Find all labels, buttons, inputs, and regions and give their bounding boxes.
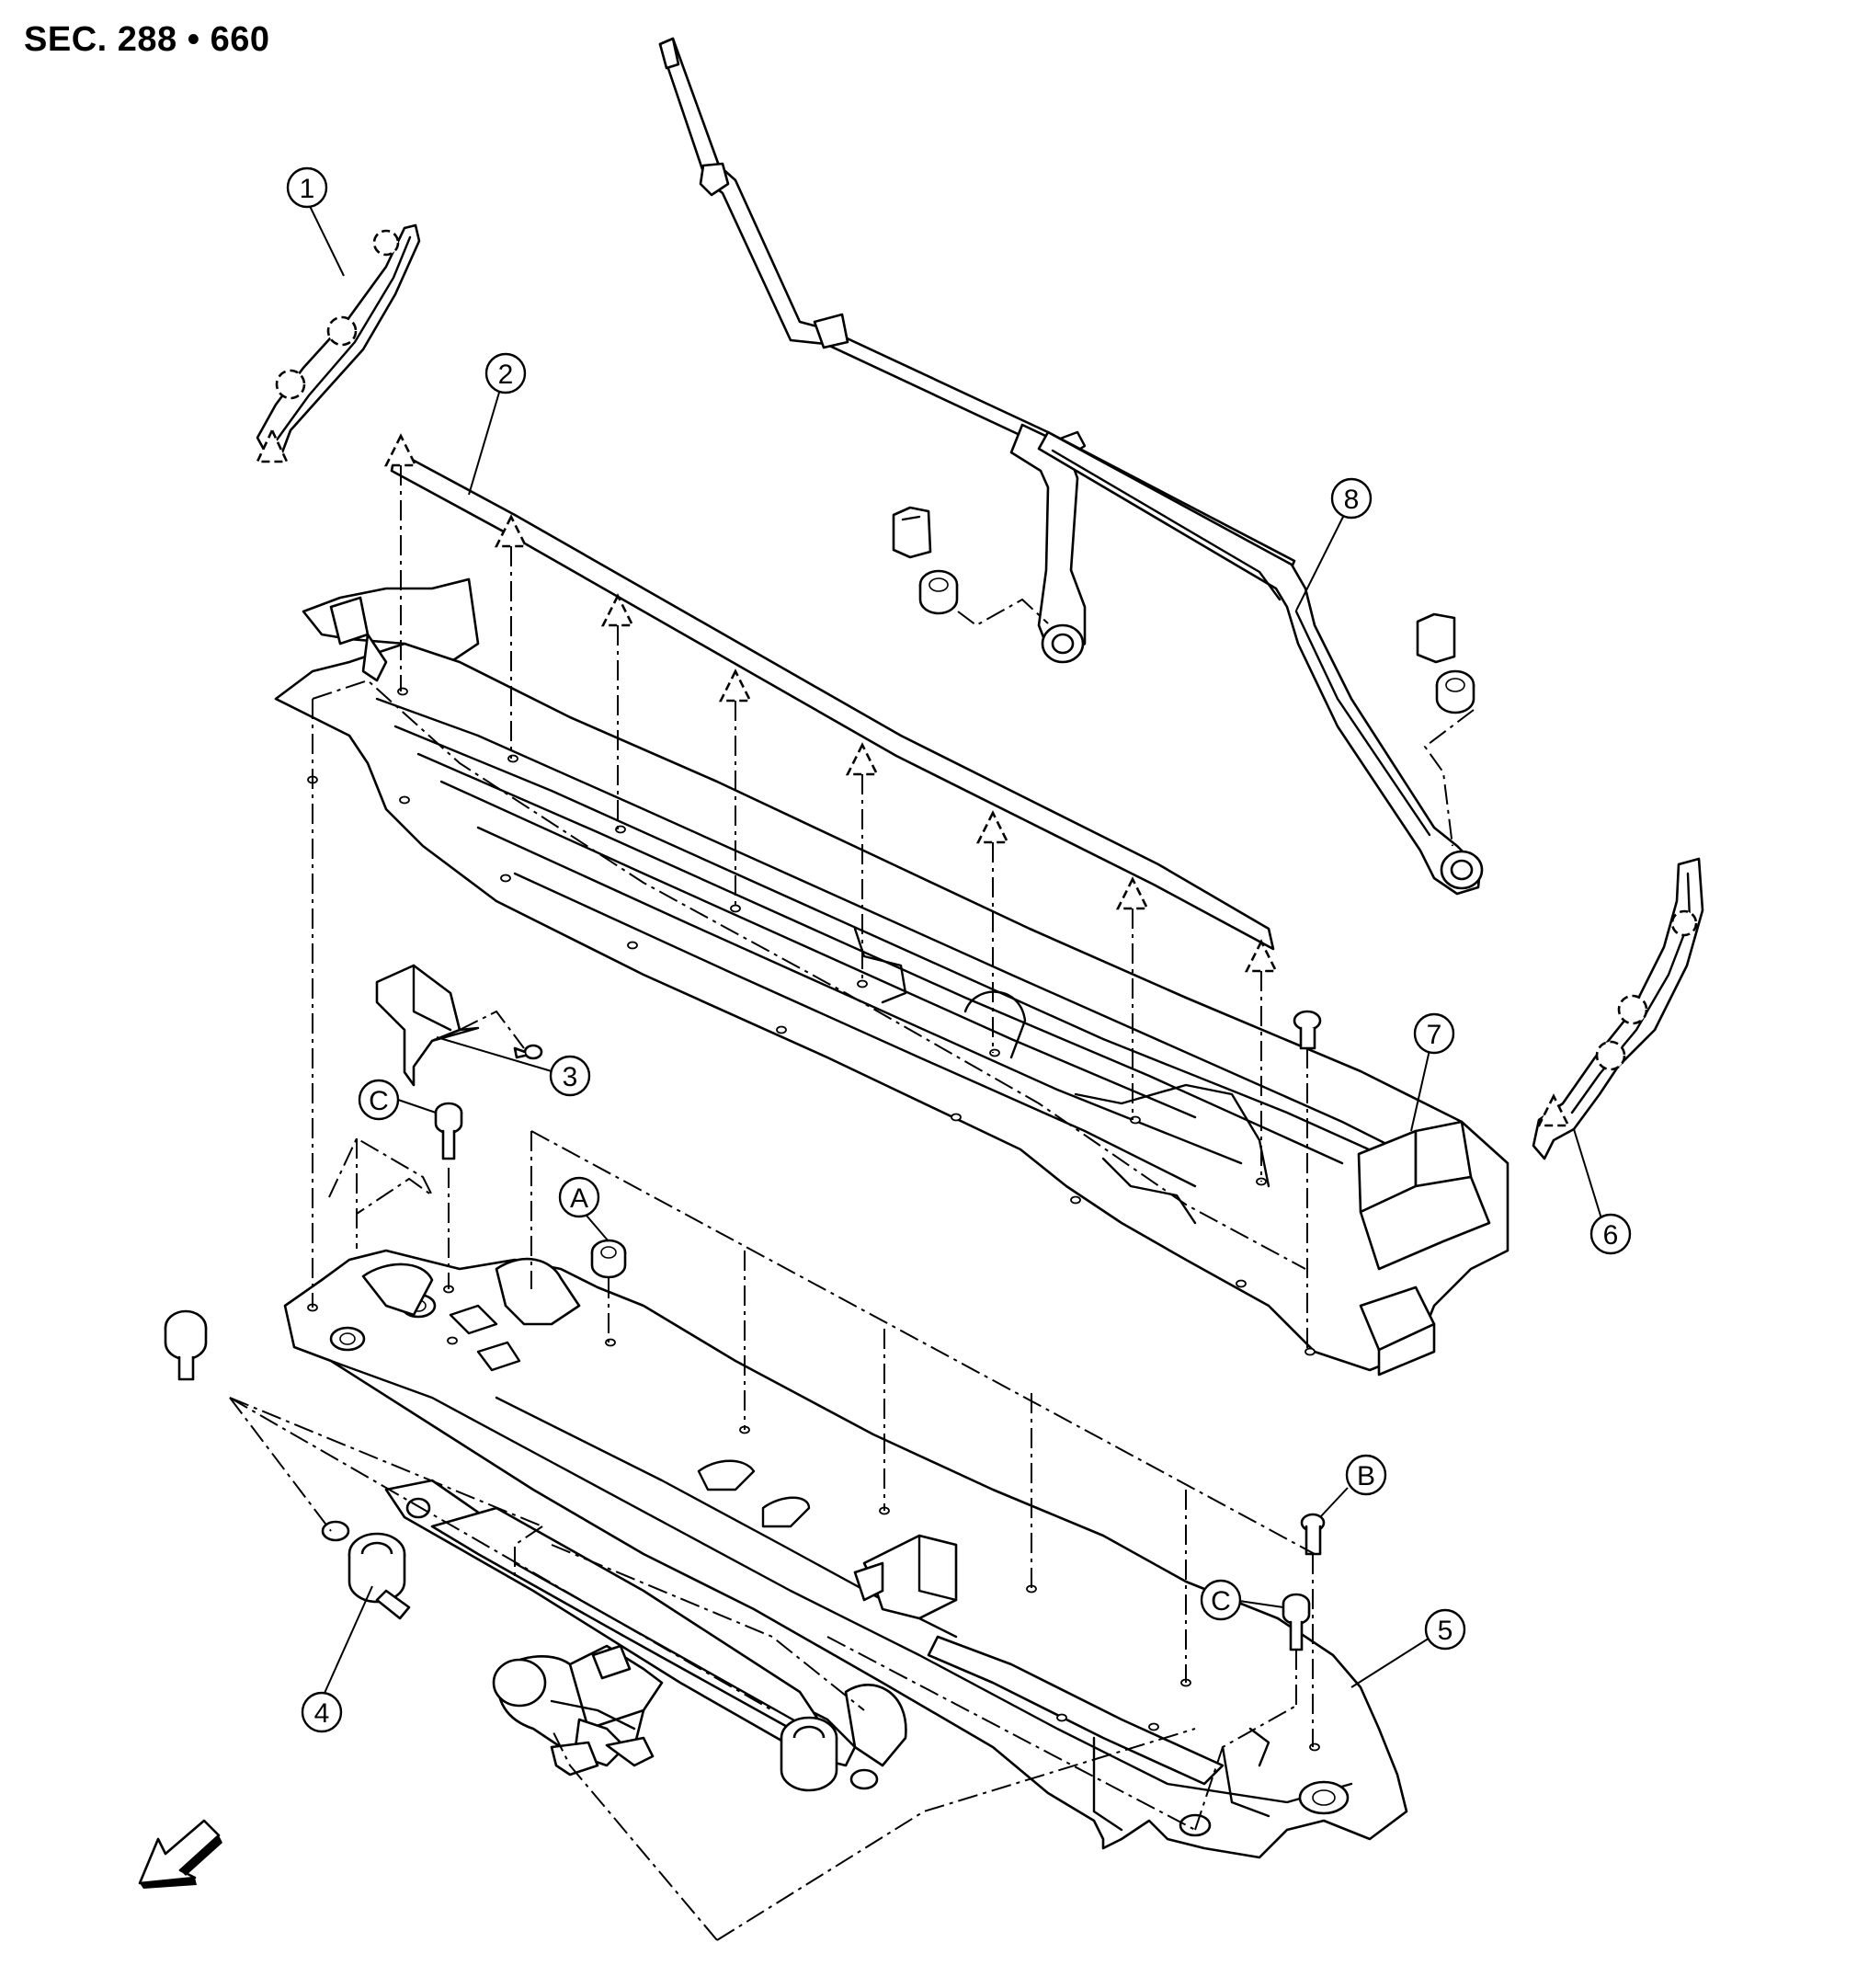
part-7-cowl-top-cover bbox=[274, 577, 1510, 1377]
callout-6: 6 bbox=[1589, 1213, 1632, 1255]
svg-text:C: C bbox=[1211, 1586, 1231, 1617]
assembly-guide-lines bbox=[229, 679, 1316, 1941]
svg-text:8: 8 bbox=[1344, 485, 1360, 515]
callout-b: B bbox=[1345, 1454, 1387, 1496]
svg-text:4: 4 bbox=[314, 1698, 330, 1729]
callout-7: 7 bbox=[1413, 1012, 1455, 1055]
svg-text:1: 1 bbox=[300, 174, 315, 204]
svg-text:7: 7 bbox=[1427, 1020, 1442, 1050]
svg-text:C: C bbox=[369, 1086, 389, 1116]
page-title: SEC. 288 • 660 bbox=[24, 20, 270, 59]
svg-text:2: 2 bbox=[498, 360, 514, 390]
svg-text:6: 6 bbox=[1603, 1220, 1619, 1251]
leader-lines bbox=[306, 200, 1605, 1700]
callout-1: 1 bbox=[286, 166, 328, 209]
front-arrow-icon bbox=[138, 1819, 222, 1889]
fasteners bbox=[164, 1010, 1326, 1651]
callout-8: 8 bbox=[1330, 477, 1373, 520]
svg-text:3: 3 bbox=[563, 1062, 578, 1092]
part-6-cowl-side-seal-right bbox=[1532, 857, 1704, 1160]
svg-text:5: 5 bbox=[1438, 1616, 1453, 1646]
callout-3: 3 bbox=[549, 1055, 591, 1097]
callout-c-lower: C bbox=[1200, 1579, 1242, 1621]
callout-c-upper: C bbox=[358, 1079, 400, 1121]
part-3-cowl-bracket bbox=[375, 964, 543, 1087]
part-2-cowl-top-seal bbox=[383, 433, 1279, 1182]
callout-4: 4 bbox=[301, 1691, 343, 1733]
callout-2: 2 bbox=[484, 352, 527, 394]
part-8-wiper-arm-assembly bbox=[658, 37, 1484, 896]
callout-a: A bbox=[558, 1176, 600, 1218]
svg-text:A: A bbox=[570, 1183, 588, 1214]
part-1-cowl-side-seal-left bbox=[255, 223, 421, 463]
part-5-cowl-top-extension bbox=[283, 1249, 1408, 1859]
callout-5: 5 bbox=[1424, 1608, 1466, 1651]
svg-text:B: B bbox=[1357, 1461, 1375, 1491]
